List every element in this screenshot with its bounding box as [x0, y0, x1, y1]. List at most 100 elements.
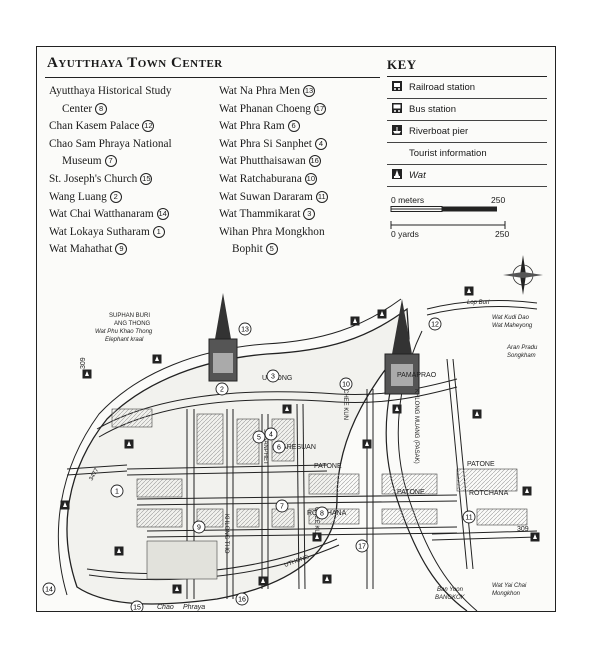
scale-meters-end: 250: [491, 195, 506, 205]
site-number-label: 6: [277, 445, 281, 452]
index-entry-number: 9: [115, 243, 128, 256]
key-item: Tourist information: [387, 143, 547, 165]
index-entry-label: Wat Na Phra Men: [219, 85, 300, 97]
wat-marker-icon: [258, 576, 268, 586]
index-entry-number: 8: [95, 102, 108, 115]
site-number-marker: 12: [428, 317, 442, 331]
label-chee-kun-1: CHEE KUN: [342, 389, 348, 420]
label-ban-yoon: Ban Yoon: [437, 587, 464, 593]
site-number-marker: 10: [339, 377, 353, 391]
key-item: Railroad station: [387, 77, 547, 99]
index-entry-number: 7: [104, 155, 117, 168]
label-phraya: Phraya: [183, 604, 205, 611]
key-rule: [387, 76, 547, 77]
label-chee-kun-2: CHEE KUN: [313, 507, 319, 538]
site-number-label: 5: [257, 435, 261, 442]
site-number-label: 11: [465, 515, 472, 522]
river-bank-outer: [57, 298, 402, 596]
wat-marker-icon: [464, 286, 474, 296]
label-rotchana-2: ROTCHANA: [469, 490, 509, 497]
site-number-label: 16: [238, 597, 246, 604]
index-entry-label: St. Joseph's Church: [49, 172, 138, 185]
city-blocks: [111, 408, 528, 528]
wat-marker-icon: [377, 309, 387, 319]
wat-markers: [60, 286, 540, 594]
wat-marker-icon: [124, 439, 134, 449]
index-entry-number: 6: [287, 120, 300, 133]
site-number-label: 14: [45, 587, 53, 594]
label-road-309-west: 309: [80, 357, 87, 369]
site-number-marker: 16: [235, 592, 249, 606]
site-number-marker: 15: [130, 600, 144, 611]
ruins-park: [146, 540, 218, 580]
label-wat-kudi-dao: Wat Kudi Dao: [492, 315, 530, 321]
site-number-marker: 8: [315, 506, 329, 520]
site-number-marker: 11: [462, 510, 476, 524]
index-entry-label: Chan Kasem Palace: [49, 120, 140, 133]
wat-icon: [387, 168, 409, 183]
index-entry-number: 13: [302, 85, 315, 97]
wat-marker-icon: [392, 404, 402, 414]
label-mongkhon: Mongkhon: [492, 591, 521, 597]
index-entry-number: 2: [109, 190, 122, 203]
temple-illustration-east-icon: [384, 299, 420, 395]
site-number-label: 7: [280, 504, 284, 511]
scale-bar: 0 meters 250 0 yards 250: [387, 195, 547, 239]
wat-marker-icon: [312, 532, 322, 542]
index-entry-number: 4: [314, 137, 327, 150]
wat-marker-icon: [114, 546, 124, 556]
label-songkham: Songkham: [507, 353, 536, 359]
label-chao: Chao: [157, 604, 174, 611]
label-ang-thong: ANG THONG: [114, 321, 151, 327]
site-number-marker: 4: [264, 427, 278, 441]
site-number-marker: 9: [192, 520, 206, 534]
index-entry-number: 15: [140, 172, 153, 185]
label-si-sanphet: SI SANPHET: [262, 429, 268, 465]
wat-marker-icon: [522, 486, 532, 496]
wat-marker-icon: [472, 409, 482, 419]
label-khlong-tho: KHLONG THO: [223, 514, 229, 554]
label-patone-2: PATONE: [397, 489, 425, 496]
label-khlong-mueang: KHLONG MUANG (PASAK): [413, 389, 419, 464]
label-wat-phu-khao-thong: Wat Phu Khao Thong: [95, 329, 153, 335]
site-number-marker: 7: [275, 499, 289, 513]
wat-marker-icon: [60, 500, 70, 510]
map-frame: Ayutthaya Town Center Ayutthaya Historic…: [36, 46, 556, 612]
index-entry-number: 3: [303, 208, 316, 221]
index-entry-label: Wat Thammikarat: [219, 208, 301, 221]
boat-icon: [387, 124, 409, 139]
site-number-label: 3: [271, 374, 275, 381]
index-entry-label: Wat Phutthaisawan: [219, 155, 306, 168]
index-entry-label: Wat Phra Si Sanphet: [219, 137, 312, 150]
site-number-label: 13: [241, 327, 249, 334]
site-number-label: 17: [358, 544, 366, 551]
bus-icon: [387, 102, 409, 117]
key-item-label: Railroad station: [409, 82, 476, 93]
index-entry-number: 10: [304, 172, 317, 185]
site-number-marker: 5: [252, 430, 266, 444]
label-road-309-east: 309: [517, 526, 529, 533]
scale-meters-start: 0 meters: [391, 195, 425, 205]
town-map: SUPHAN BURI ANG THONG Wat Phu Khao Thong…: [42, 286, 540, 611]
key-item-label: Bus station: [409, 104, 456, 115]
map-place-labels: SUPHAN BURI ANG THONG Wat Phu Khao Thong…: [80, 300, 538, 611]
label-naresuan: NARESUAN: [277, 444, 316, 451]
compass-rose-icon: [503, 255, 543, 295]
index-entry-label: Wang Luang: [49, 190, 107, 203]
index-entry-number: 14: [156, 208, 169, 221]
index-entry-label: Chao Sam Phraya National: [49, 137, 172, 150]
site-number-marker: 6: [272, 440, 286, 454]
scale-yards-end: 250: [495, 229, 510, 239]
